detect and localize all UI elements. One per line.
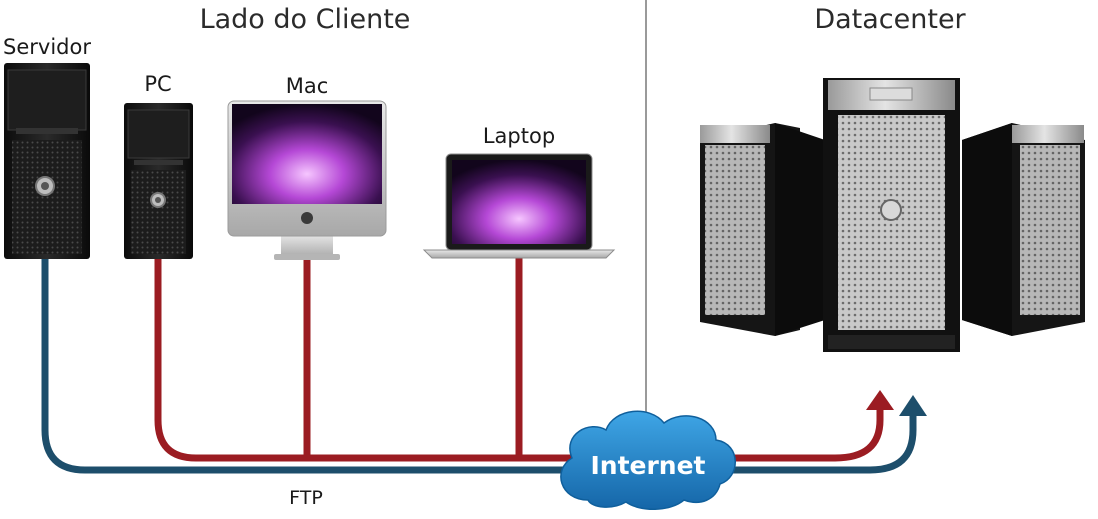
- blue-arrowhead: [899, 395, 927, 416]
- datacenter-section-title: Datacenter: [814, 4, 966, 35]
- blue-connection: [41, 254, 917, 474]
- ftp-label: FTP: [289, 487, 323, 509]
- client-section-title: Lado do Cliente: [200, 4, 411, 35]
- server-tower: [4, 63, 90, 259]
- pc-tower: [124, 103, 193, 259]
- laptop-computer: [422, 153, 616, 259]
- apple-logo-icon: [301, 212, 313, 224]
- server-label: Servidor: [3, 35, 91, 59]
- internet-cloud-icon: [560, 410, 736, 510]
- red-connection: [154, 249, 884, 462]
- red-arrowhead: [866, 390, 894, 410]
- mac-computer: [227, 100, 387, 260]
- laptop-label: Laptop: [483, 124, 555, 148]
- internet-label: Internet: [590, 451, 705, 480]
- datacenter-servers: [700, 78, 1085, 352]
- mac-label: Mac: [286, 74, 329, 98]
- pc-label: PC: [144, 72, 171, 96]
